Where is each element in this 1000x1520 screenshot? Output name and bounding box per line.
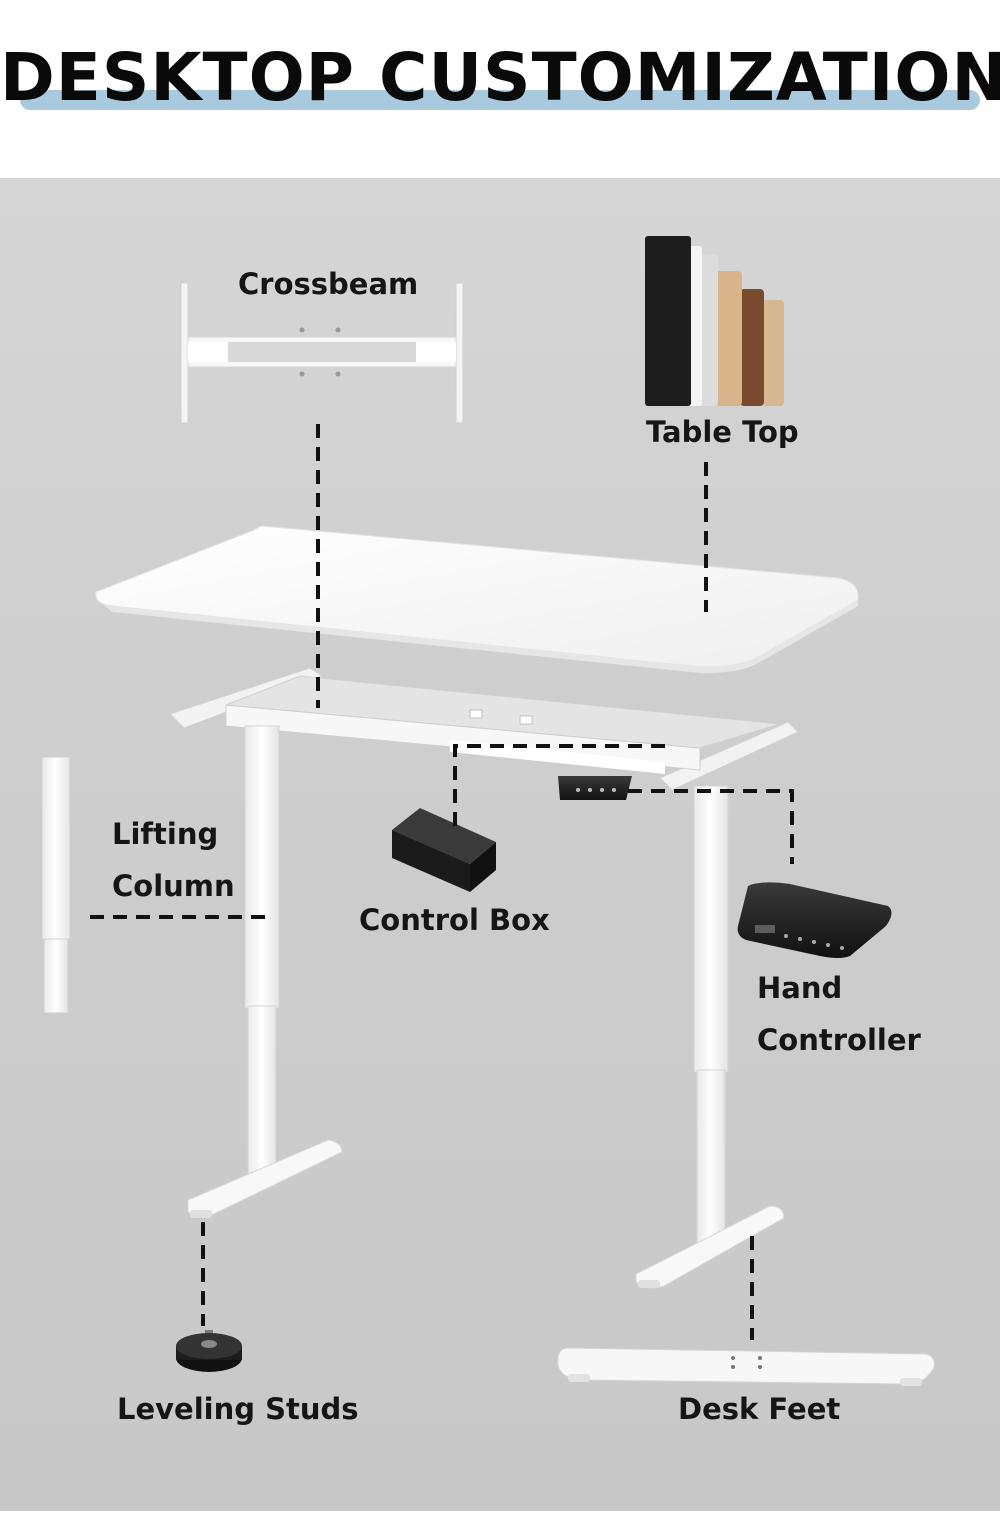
crossbeam-part — [180, 282, 464, 424]
label-lifting-column-line2: Column — [112, 869, 235, 903]
label-table-top: Table Top — [646, 415, 799, 449]
lifting-column-part — [41, 756, 71, 1014]
bottom-strip — [0, 1511, 1000, 1520]
label-lifting-column-line1: Lifting — [112, 817, 219, 851]
hand-controller-part — [737, 882, 892, 958]
table-top-slab — [95, 525, 859, 674]
diagram-panel — [0, 178, 1000, 1511]
right-leg — [635, 785, 785, 1289]
label-desk-feet: Desk Feet — [678, 1392, 841, 1426]
title-underline-bar — [20, 90, 980, 110]
hand-controller-leader — [628, 789, 794, 864]
mounted-controller — [558, 776, 632, 800]
label-hand-controller-line1: Hand — [757, 971, 843, 1005]
header: DESKTOP CUSTOMIZATION — [0, 0, 1000, 178]
left-leg — [187, 725, 343, 1218]
leveling-stud-part — [176, 1330, 242, 1372]
table-top-swatches — [645, 236, 784, 406]
control-box-leader — [453, 744, 665, 826]
label-leveling-studs: Leveling Studs — [117, 1392, 359, 1426]
desk-frame — [169, 667, 799, 791]
control-box-part — [392, 808, 496, 892]
label-crossbeam: Crossbeam — [238, 267, 419, 301]
page-title: DESKTOP CUSTOMIZATION — [0, 39, 1000, 116]
label-control-box: Control Box — [359, 903, 550, 937]
label-hand-controller-line2: Controller — [757, 1023, 921, 1057]
leader-lines — [90, 424, 794, 1340]
desk-foot-part — [557, 1347, 935, 1386]
